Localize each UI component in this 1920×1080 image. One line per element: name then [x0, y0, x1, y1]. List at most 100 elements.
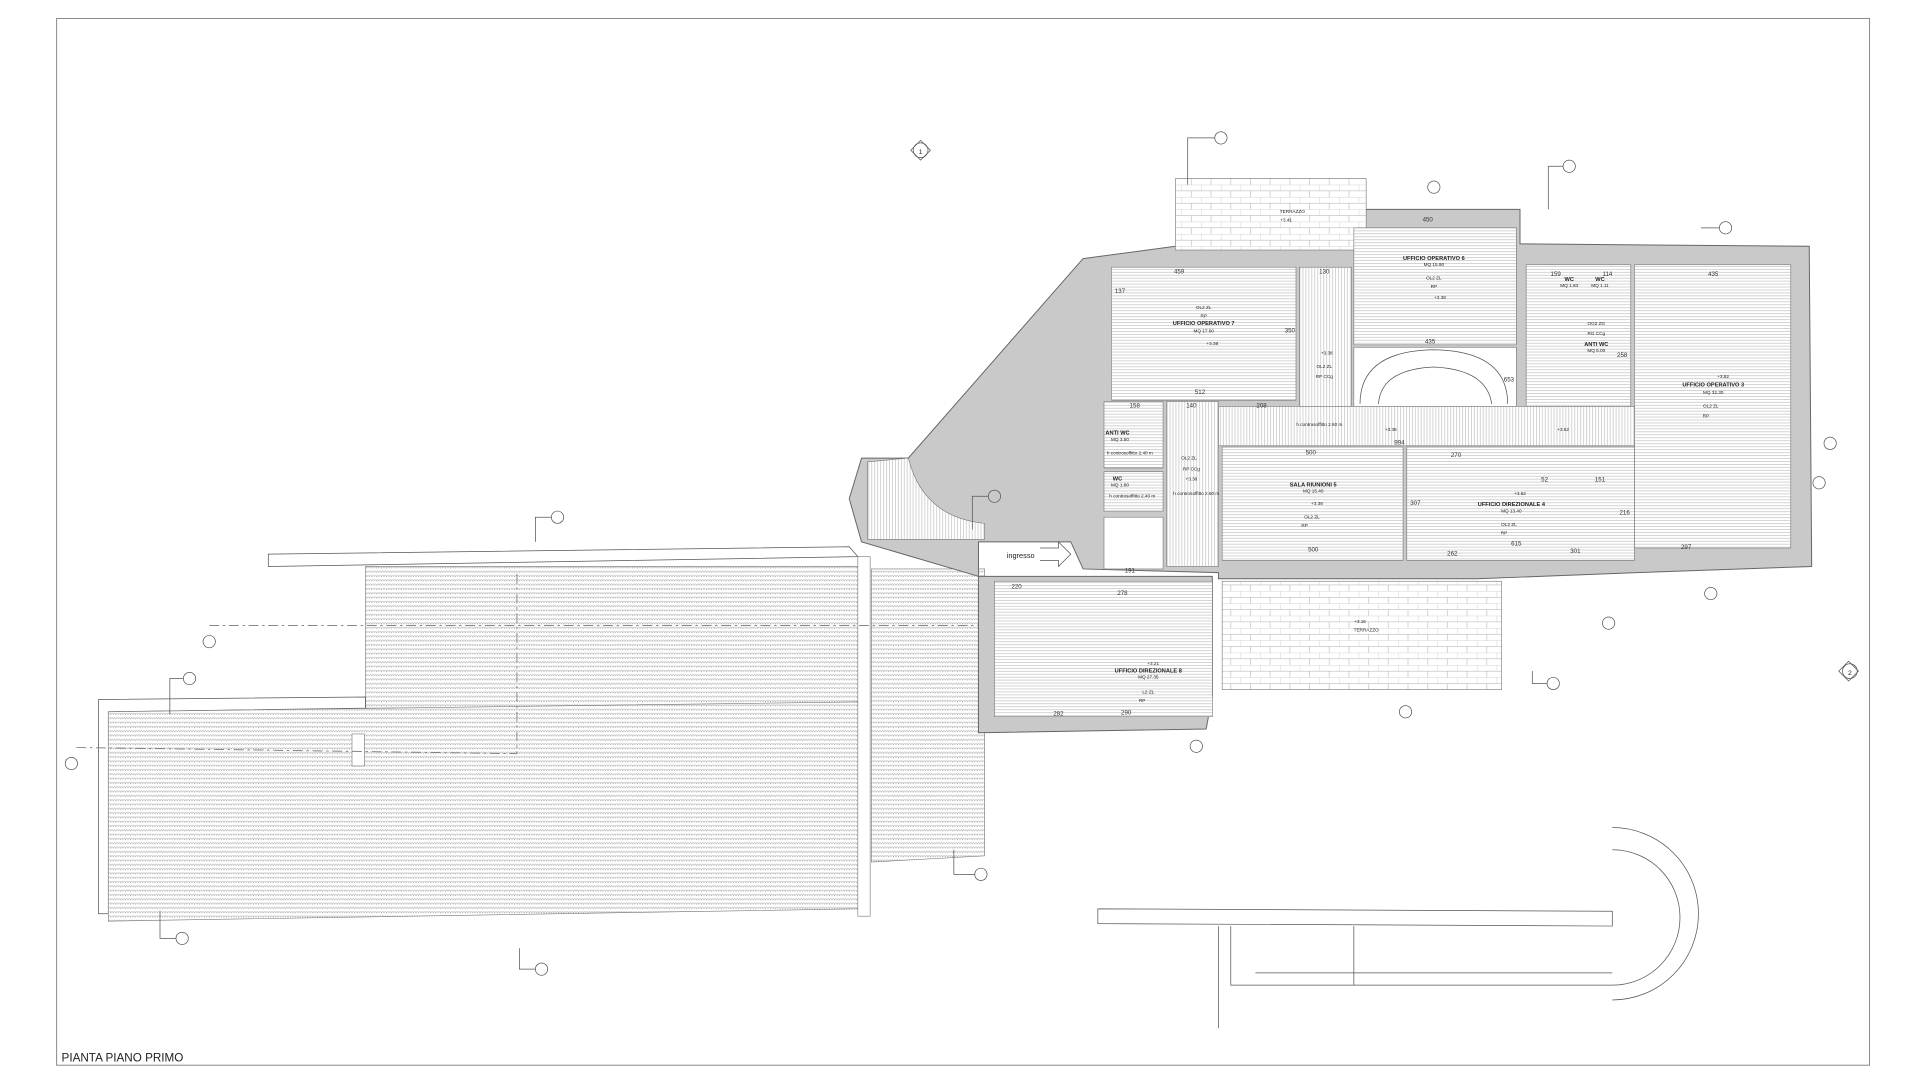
entrance-arrow-icon [1040, 540, 1072, 568]
room-label-wc-left: WC MQ 1.80 h controsoffitto 2.40 m [1109, 476, 1155, 498]
svg-text:TERRAZZO: TERRAZZO [1280, 209, 1305, 214]
svg-text:UFFICIO OPERATIVO 6: UFFICIO OPERATIVO 6 [1403, 256, 1465, 262]
svg-text:151: 151 [1595, 477, 1606, 484]
svg-text:OL2 ZL: OL2 ZL [1426, 276, 1442, 281]
svg-text:OL2 ZL: OL2 ZL [1703, 404, 1719, 409]
svg-text:WC: WC [1565, 277, 1574, 283]
svg-text:+3.41: +3.41 [1280, 218, 1292, 223]
svg-text:RP: RP [1703, 413, 1709, 418]
svg-text:1: 1 [919, 149, 923, 156]
svg-text:UFFICIO DIREZIONALE 4: UFFICIO DIREZIONALE 4 [1478, 502, 1546, 508]
svg-text:450: 450 [1423, 217, 1434, 224]
section-marker-icon [1700, 221, 1733, 235]
svg-text:MQ 15.90: MQ 15.90 [1424, 262, 1445, 267]
svg-text:+3.38: +3.38 [1311, 501, 1323, 506]
svg-text:MQ 15.40: MQ 15.40 [1303, 489, 1324, 494]
svg-text:h controsoffitto 2.60 m: h controsoffitto 2.60 m [1173, 491, 1219, 496]
svg-text:OL2 ZL: OL2 ZL [1181, 455, 1197, 460]
section-marker-icon [971, 489, 1001, 530]
svg-text:+3.38: +3.38 [1185, 476, 1197, 481]
room-label-anti-wc-right: OG2 ZG RG CCg ANTI WC MQ 5.00 [1584, 321, 1608, 353]
svg-text:282: 282 [1053, 710, 1064, 717]
room-label-ufficio-operativo-6: UFFICIO OPERATIVO 6 MQ 15.90 OL2 ZL RP +… [1403, 256, 1465, 300]
svg-text:435: 435 [1425, 339, 1436, 346]
svg-text:RP: RP [1301, 523, 1307, 528]
svg-text:2: 2 [1848, 670, 1852, 677]
svg-text:+3.52: +3.52 [1717, 374, 1729, 379]
section-marker-icon [953, 849, 988, 881]
svg-text:270: 270 [1451, 452, 1462, 459]
roof-areas [76, 546, 1213, 922]
svg-text:137: 137 [1115, 288, 1126, 295]
svg-text:653: 653 [1504, 377, 1515, 384]
svg-text:UFFICIO OPERATIVO 7: UFFICIO OPERATIVO 7 [1173, 321, 1235, 327]
external-stair-structure [1097, 827, 1699, 1029]
svg-text:208: 208 [1256, 403, 1267, 410]
svg-text:RG CCg: RG CCg [1588, 331, 1606, 336]
svg-text:UFFICIO OPERATIVO 3: UFFICIO OPERATIVO 3 [1682, 383, 1744, 389]
svg-text:+3.38: +3.38 [1385, 427, 1397, 432]
drawing-title: PIANTA PIANO PRIMO [62, 1052, 184, 1065]
svg-text:RP: RP [1200, 314, 1206, 319]
dimension-labels: 459 130 450 435 159 114 435 137 350 512 … [1011, 217, 1718, 718]
svg-text:220: 220 [1011, 584, 1022, 591]
svg-text:+3.52: +3.52 [1514, 491, 1526, 496]
section-marker-icon [1547, 159, 1576, 210]
svg-text:MQ 32.30: MQ 32.30 [1703, 390, 1724, 395]
svg-text:MQ 3.50: MQ 3.50 [1111, 437, 1129, 442]
svg-text:994: 994 [1394, 440, 1405, 447]
svg-text:158: 158 [1130, 403, 1141, 410]
svg-text:ANTI WC: ANTI WC [1584, 342, 1608, 348]
svg-text:307: 307 [1410, 500, 1421, 507]
svg-text:130: 130 [1319, 268, 1330, 275]
svg-text:+3.16: +3.16 [1354, 619, 1366, 624]
svg-text:OG2 ZG: OG2 ZG [1588, 321, 1606, 326]
section-marker-icon [1812, 476, 1826, 490]
svg-text:RP: RP [1431, 284, 1437, 289]
room-label-ufficio-direzionale-8: +3.21 UFFICIO DIREZIONALE 8 MQ 27.35 L2 … [1115, 661, 1182, 703]
terrace-bottom [1221, 580, 1502, 690]
svg-text:301: 301 [1570, 548, 1581, 555]
svg-text:MQ 1.80: MQ 1.80 [1111, 482, 1129, 487]
svg-text:262: 262 [1447, 550, 1458, 557]
section-marker-icon [1399, 705, 1413, 719]
section-marker-icon [1704, 587, 1718, 601]
svg-text:+3.38: +3.38 [1321, 351, 1333, 356]
svg-text:+3.21: +3.21 [1147, 661, 1159, 666]
svg-text:+3.38: +3.38 [1206, 341, 1218, 346]
svg-text:500: 500 [1306, 449, 1317, 456]
svg-text:RP: RP [1501, 530, 1507, 535]
section-marker-icon [535, 510, 565, 542]
svg-text:+3.52: +3.52 [1557, 427, 1569, 432]
svg-text:258: 258 [1617, 352, 1628, 359]
svg-text:RP: RP [1139, 698, 1145, 703]
svg-text:OL2 ZL: OL2 ZL [1196, 305, 1212, 310]
section-marker-icon [64, 756, 78, 771]
svg-text:278: 278 [1117, 590, 1128, 597]
grid-marker-1: 1 [910, 139, 931, 161]
svg-text:350: 350 [1285, 327, 1296, 334]
svg-text:RP CCg: RP CCg [1316, 374, 1333, 379]
svg-text:615: 615 [1511, 541, 1522, 548]
sheet-frame [56, 17, 1871, 1066]
svg-text:h controsoffitto 2.40 m: h controsoffitto 2.40 m [1107, 450, 1153, 455]
svg-text:ANTI WC: ANTI WC [1105, 431, 1129, 437]
svg-text:MQ 1.83: MQ 1.83 [1560, 283, 1578, 288]
svg-text:TERRAZZO: TERRAZZO [1354, 628, 1379, 633]
svg-text:h controsoffitto 2.60 m: h controsoffitto 2.60 m [1296, 422, 1342, 427]
svg-text:+3.38: +3.38 [1434, 295, 1446, 300]
room-label-anti-wc-left: ANTI WC MQ 3.50 h controsoffitto 2.40 m [1105, 431, 1153, 456]
svg-text:459: 459 [1174, 268, 1185, 275]
svg-text:h controsoffitto 2.40 m: h controsoffitto 2.40 m [1109, 494, 1155, 499]
svg-text:191: 191 [1125, 568, 1136, 575]
room-label-terrazzo-bottom: +3.16 TERRAZZO [1354, 619, 1379, 633]
terrace-top [1175, 178, 1367, 251]
svg-text:512: 512 [1195, 389, 1206, 396]
svg-text:MQ 5.00: MQ 5.00 [1587, 348, 1605, 353]
svg-text:114: 114 [1602, 271, 1612, 278]
room-label-ufficio-operativo-7: OL2 ZL RP UFFICIO OPERATIVO 7 MQ 17.60 +… [1173, 305, 1235, 346]
svg-text:UFFICIO DIREZIONALE 8: UFFICIO DIREZIONALE 8 [1115, 668, 1182, 674]
section-marker-icon [1823, 436, 1837, 450]
section-marker-icon [519, 948, 549, 976]
